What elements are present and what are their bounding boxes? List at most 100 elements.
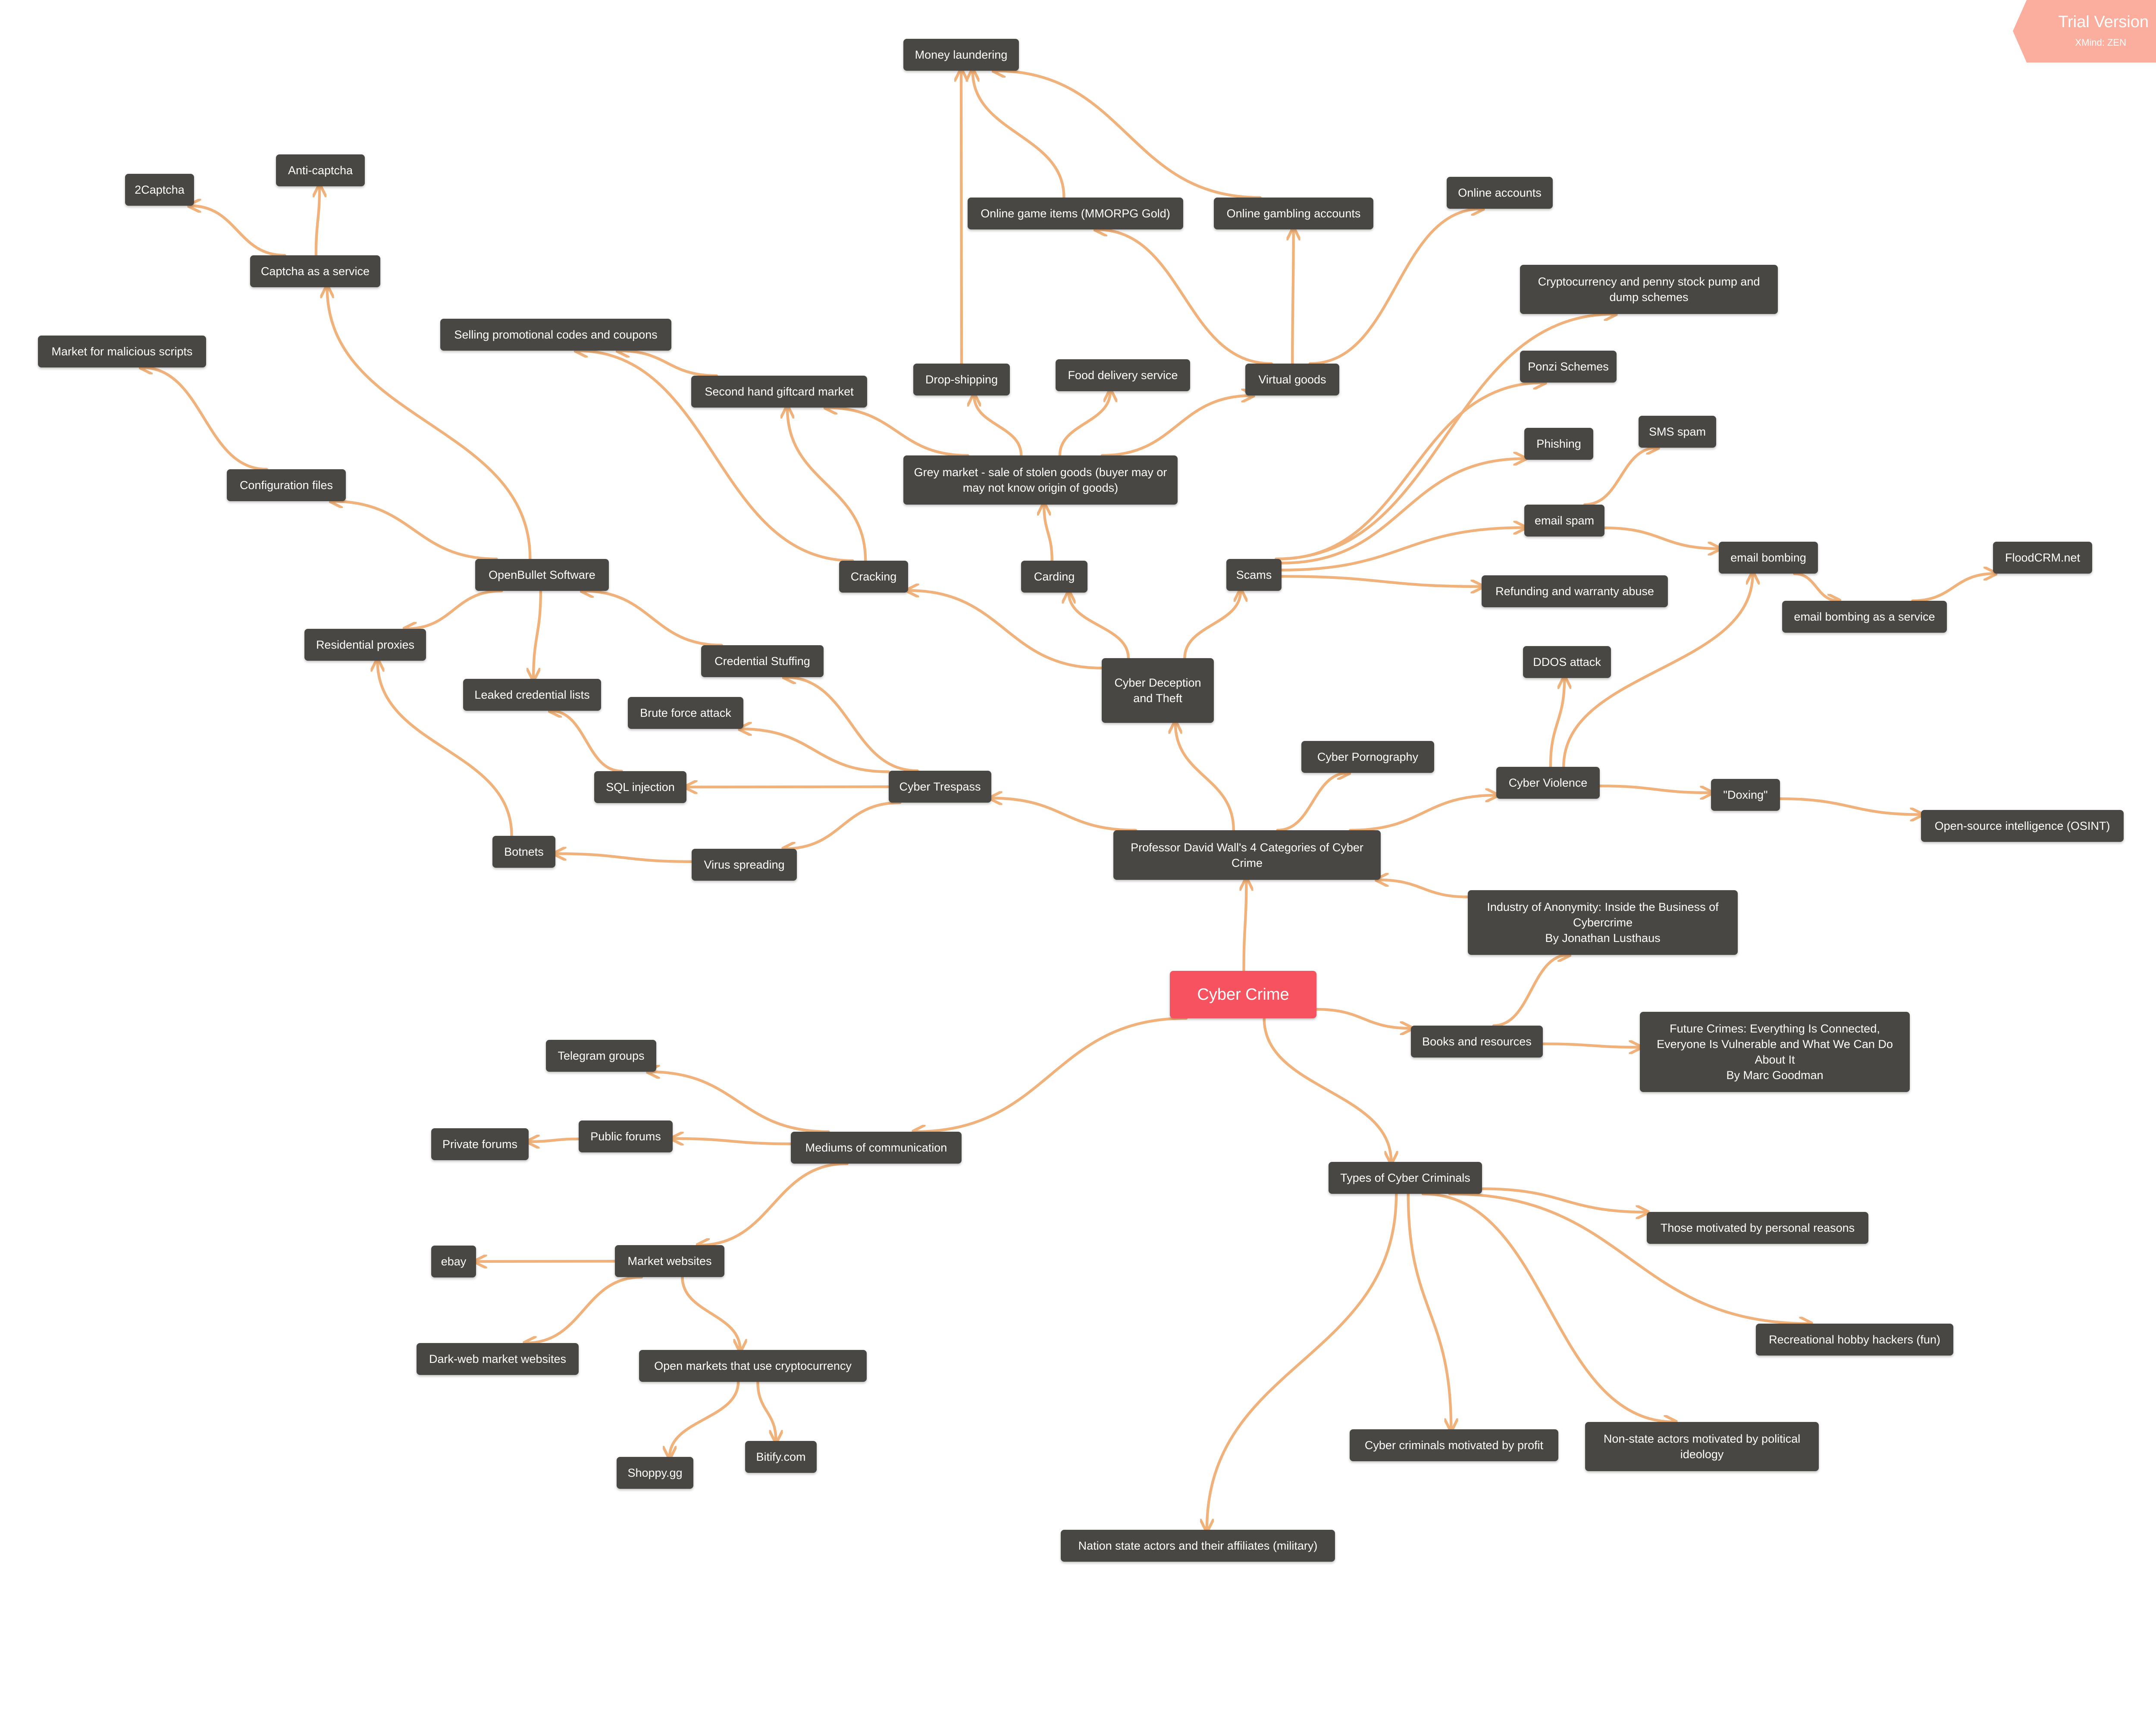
topic-credential-stuffing[interactable]: Credential Stuffing [701, 645, 824, 677]
topic-online-accounts[interactable]: Online accounts [1447, 177, 1553, 209]
topic-second-hand-giftcard[interactable]: Second hand giftcard market [691, 376, 867, 408]
topic-configuration-files[interactable]: Configuration files [227, 469, 346, 501]
connector-mediums-to-telegram [649, 1072, 830, 1133]
connector-book1-to-wall [1378, 880, 1470, 898]
connector-cracking-to-secondhand [787, 408, 867, 562]
topic-ponzi-schemes[interactable]: Ponzi Schemes [1520, 351, 1617, 383]
connector-violence-to-doxing [1598, 785, 1711, 793]
topic-anti-captcha[interactable]: Anti-captcha [276, 154, 365, 186]
connector-trespass-to-stuffing [785, 677, 919, 772]
topic-books-resources[interactable]: Books and resources [1411, 1026, 1543, 1058]
topic-online-gambling-accounts[interactable]: Online gambling accounts [1214, 198, 1373, 229]
topic-grey-market[interactable]: Grey market - sale of stolen goods (buye… [903, 455, 1178, 505]
connector-public-to-private [529, 1139, 580, 1142]
topic-drop-shipping[interactable]: Drop-shipping [913, 364, 1010, 395]
connector-cracking-to-promo [577, 351, 854, 562]
topic-market-malicious-scripts[interactable]: Market for malicious scripts [38, 336, 206, 367]
connector-sql-to-leaked [551, 711, 623, 773]
topic-email-bombing[interactable]: email bombing [1719, 542, 1818, 574]
topic-promo-codes[interactable]: Selling promotional codes and coupons [440, 319, 671, 351]
topic-private-forums[interactable]: Private forums [431, 1128, 529, 1160]
connector-bombservice-to-flood [1911, 574, 1995, 603]
topic-leaked-credential-lists[interactable]: Leaked credential lists [463, 679, 601, 711]
topic-dark-web-markets[interactable]: Dark-web market websites [417, 1343, 579, 1375]
connector-gambling-to-laundering [995, 71, 1262, 199]
connector-marketweb-to-darkweb [526, 1275, 643, 1343]
connector-types-to-personal [1480, 1187, 1647, 1212]
topic-types-of-criminals[interactable]: Types of Cyber Criminals [1329, 1162, 1482, 1194]
topic-cyber-violence[interactable]: Cyber Violence [1496, 767, 1600, 799]
topic-virtual-goods[interactable]: Virtual goods [1245, 364, 1339, 395]
connector-root-to-books [1315, 1007, 1411, 1028]
connector-deception-to-cracking [908, 590, 1103, 670]
topic-mediums-of-communication[interactable]: Mediums of communication [791, 1132, 962, 1164]
connector-grey-to-dropship [974, 395, 1023, 457]
topic-botnets[interactable]: Botnets [492, 836, 555, 868]
topic-openbullet-software[interactable]: OpenBullet Software [475, 559, 609, 591]
connector-stuffing-to-openbullet [583, 591, 723, 647]
topic-residential-proxies[interactable]: Residential proxies [304, 629, 426, 661]
topic-online-game-items[interactable]: Online game items (MMORPG Gold) [968, 198, 1183, 229]
topic-public-forums[interactable]: Public forums [579, 1120, 673, 1152]
topic-cyber-deception-theft[interactable]: Cyber Deception and Theft [1102, 658, 1214, 723]
topic-floodcrm[interactable]: FloodCRM.net [1993, 542, 2092, 574]
topic-email-spam[interactable]: email spam [1524, 505, 1604, 537]
topic-phishing[interactable]: Phishing [1524, 428, 1593, 460]
topic-telegram-groups[interactable]: Telegram groups [546, 1040, 656, 1072]
topic-political-ideology[interactable]: Non-state actors motivated by political … [1585, 1422, 1819, 1471]
connector-root-to-mediums [915, 1017, 1188, 1132]
watermark-title: Trial Version [2058, 13, 2149, 31]
topic-carding[interactable]: Carding [1021, 561, 1087, 593]
connector-deception-to-scams [1183, 591, 1241, 660]
topic-wall-categories[interactable]: Professor David Wall's 4 Categories of C… [1113, 830, 1381, 880]
topic-open-crypto-markets[interactable]: Open markets that use cryptocurrency [639, 1350, 867, 1382]
topic-cyber-trespass[interactable]: Cyber Trespass [889, 771, 991, 803]
topic-cyber-crime[interactable]: Cyber Crime [1170, 971, 1316, 1018]
topic-captcha-service[interactable]: Captcha as a service [250, 255, 380, 287]
connector-mediums-to-marketweb [699, 1162, 849, 1245]
topic-doxing[interactable]: "Doxing" [1711, 779, 1780, 811]
topic-personal-motivation[interactable]: Those motivated by personal reasons [1647, 1212, 1868, 1244]
connector-scams-to-phishing [1280, 458, 1524, 565]
topic-virus-spreading[interactable]: Virus spreading [692, 849, 797, 881]
connector-openbullet-to-proxies [406, 589, 503, 629]
topic-cyber-pornography[interactable]: Cyber Pornography [1301, 741, 1434, 773]
connector-config-to-market_scripts [141, 367, 268, 471]
trial-watermark: Trial Version XMind: ZEN [2013, 0, 2156, 63]
connector-wall-to-trespass [991, 798, 1137, 832]
topic-cracking[interactable]: Cracking [839, 561, 908, 593]
topic-hobby-hackers[interactable]: Recreational hobby hackers (fun) [1756, 1324, 1953, 1356]
topic-food-delivery[interactable]: Food delivery service [1056, 359, 1190, 391]
topic-bitify-com[interactable]: Bitify.com [745, 1441, 817, 1473]
topic-book-industry-of-anonymity[interactable]: Industry of Anonymity: Inside the Busine… [1468, 890, 1738, 955]
connector-root-to-wall [1244, 880, 1247, 973]
connector-books-to-book1 [1492, 955, 1569, 1027]
topic-scams[interactable]: Scams [1226, 559, 1282, 591]
topic-money-laundering[interactable]: Money laundering [903, 39, 1019, 71]
topic-market-websites[interactable]: Market websites [615, 1245, 724, 1277]
connector-captcha-to-anticaptcha [316, 186, 320, 257]
connector-virtual-to-onlineacc [1308, 209, 1482, 365]
topic-brute-force-attack[interactable]: Brute force attack [628, 697, 743, 729]
connector-openmarkets-to-bitify [756, 1380, 776, 1441]
topic-refunding-warranty-abuse[interactable]: Refunding and warranty abuse [1482, 575, 1668, 607]
topic-nation-state-actors[interactable]: Nation state actors and their affiliates… [1061, 1530, 1335, 1562]
topic-osint[interactable]: Open-source intelligence (OSINT) [1921, 810, 2124, 842]
connector-virus-to-botnets [555, 854, 693, 863]
connector-openmarkets-to-shoppy [670, 1380, 740, 1457]
topic-ebay[interactable]: ebay [431, 1246, 476, 1277]
topic-profit-motivated[interactable]: Cyber criminals motivated by profit [1350, 1429, 1558, 1461]
connector-books-to-book2 [1541, 1044, 1640, 1047]
topic-book-future-crimes[interactable]: Future Crimes: Everything Is Connected, … [1640, 1012, 1910, 1092]
topic-2captcha[interactable]: 2Captcha [125, 174, 194, 206]
topic-crypto-pump-dump[interactable]: Cryptocurrency and penny stock pump and … [1520, 265, 1778, 314]
connector-violence-to-emailbombing [1562, 574, 1753, 769]
topic-email-bombing-service[interactable]: email bombing as a service [1782, 601, 1947, 633]
topic-sms-spam[interactable]: SMS spam [1639, 416, 1716, 448]
topic-sql-injection[interactable]: SQL injection [594, 771, 686, 803]
topic-shoppy-gg[interactable]: Shoppy.gg [617, 1457, 693, 1489]
topic-ddos-attack[interactable]: DDOS attack [1523, 646, 1611, 678]
connector-trespass-to-brute [741, 729, 890, 773]
